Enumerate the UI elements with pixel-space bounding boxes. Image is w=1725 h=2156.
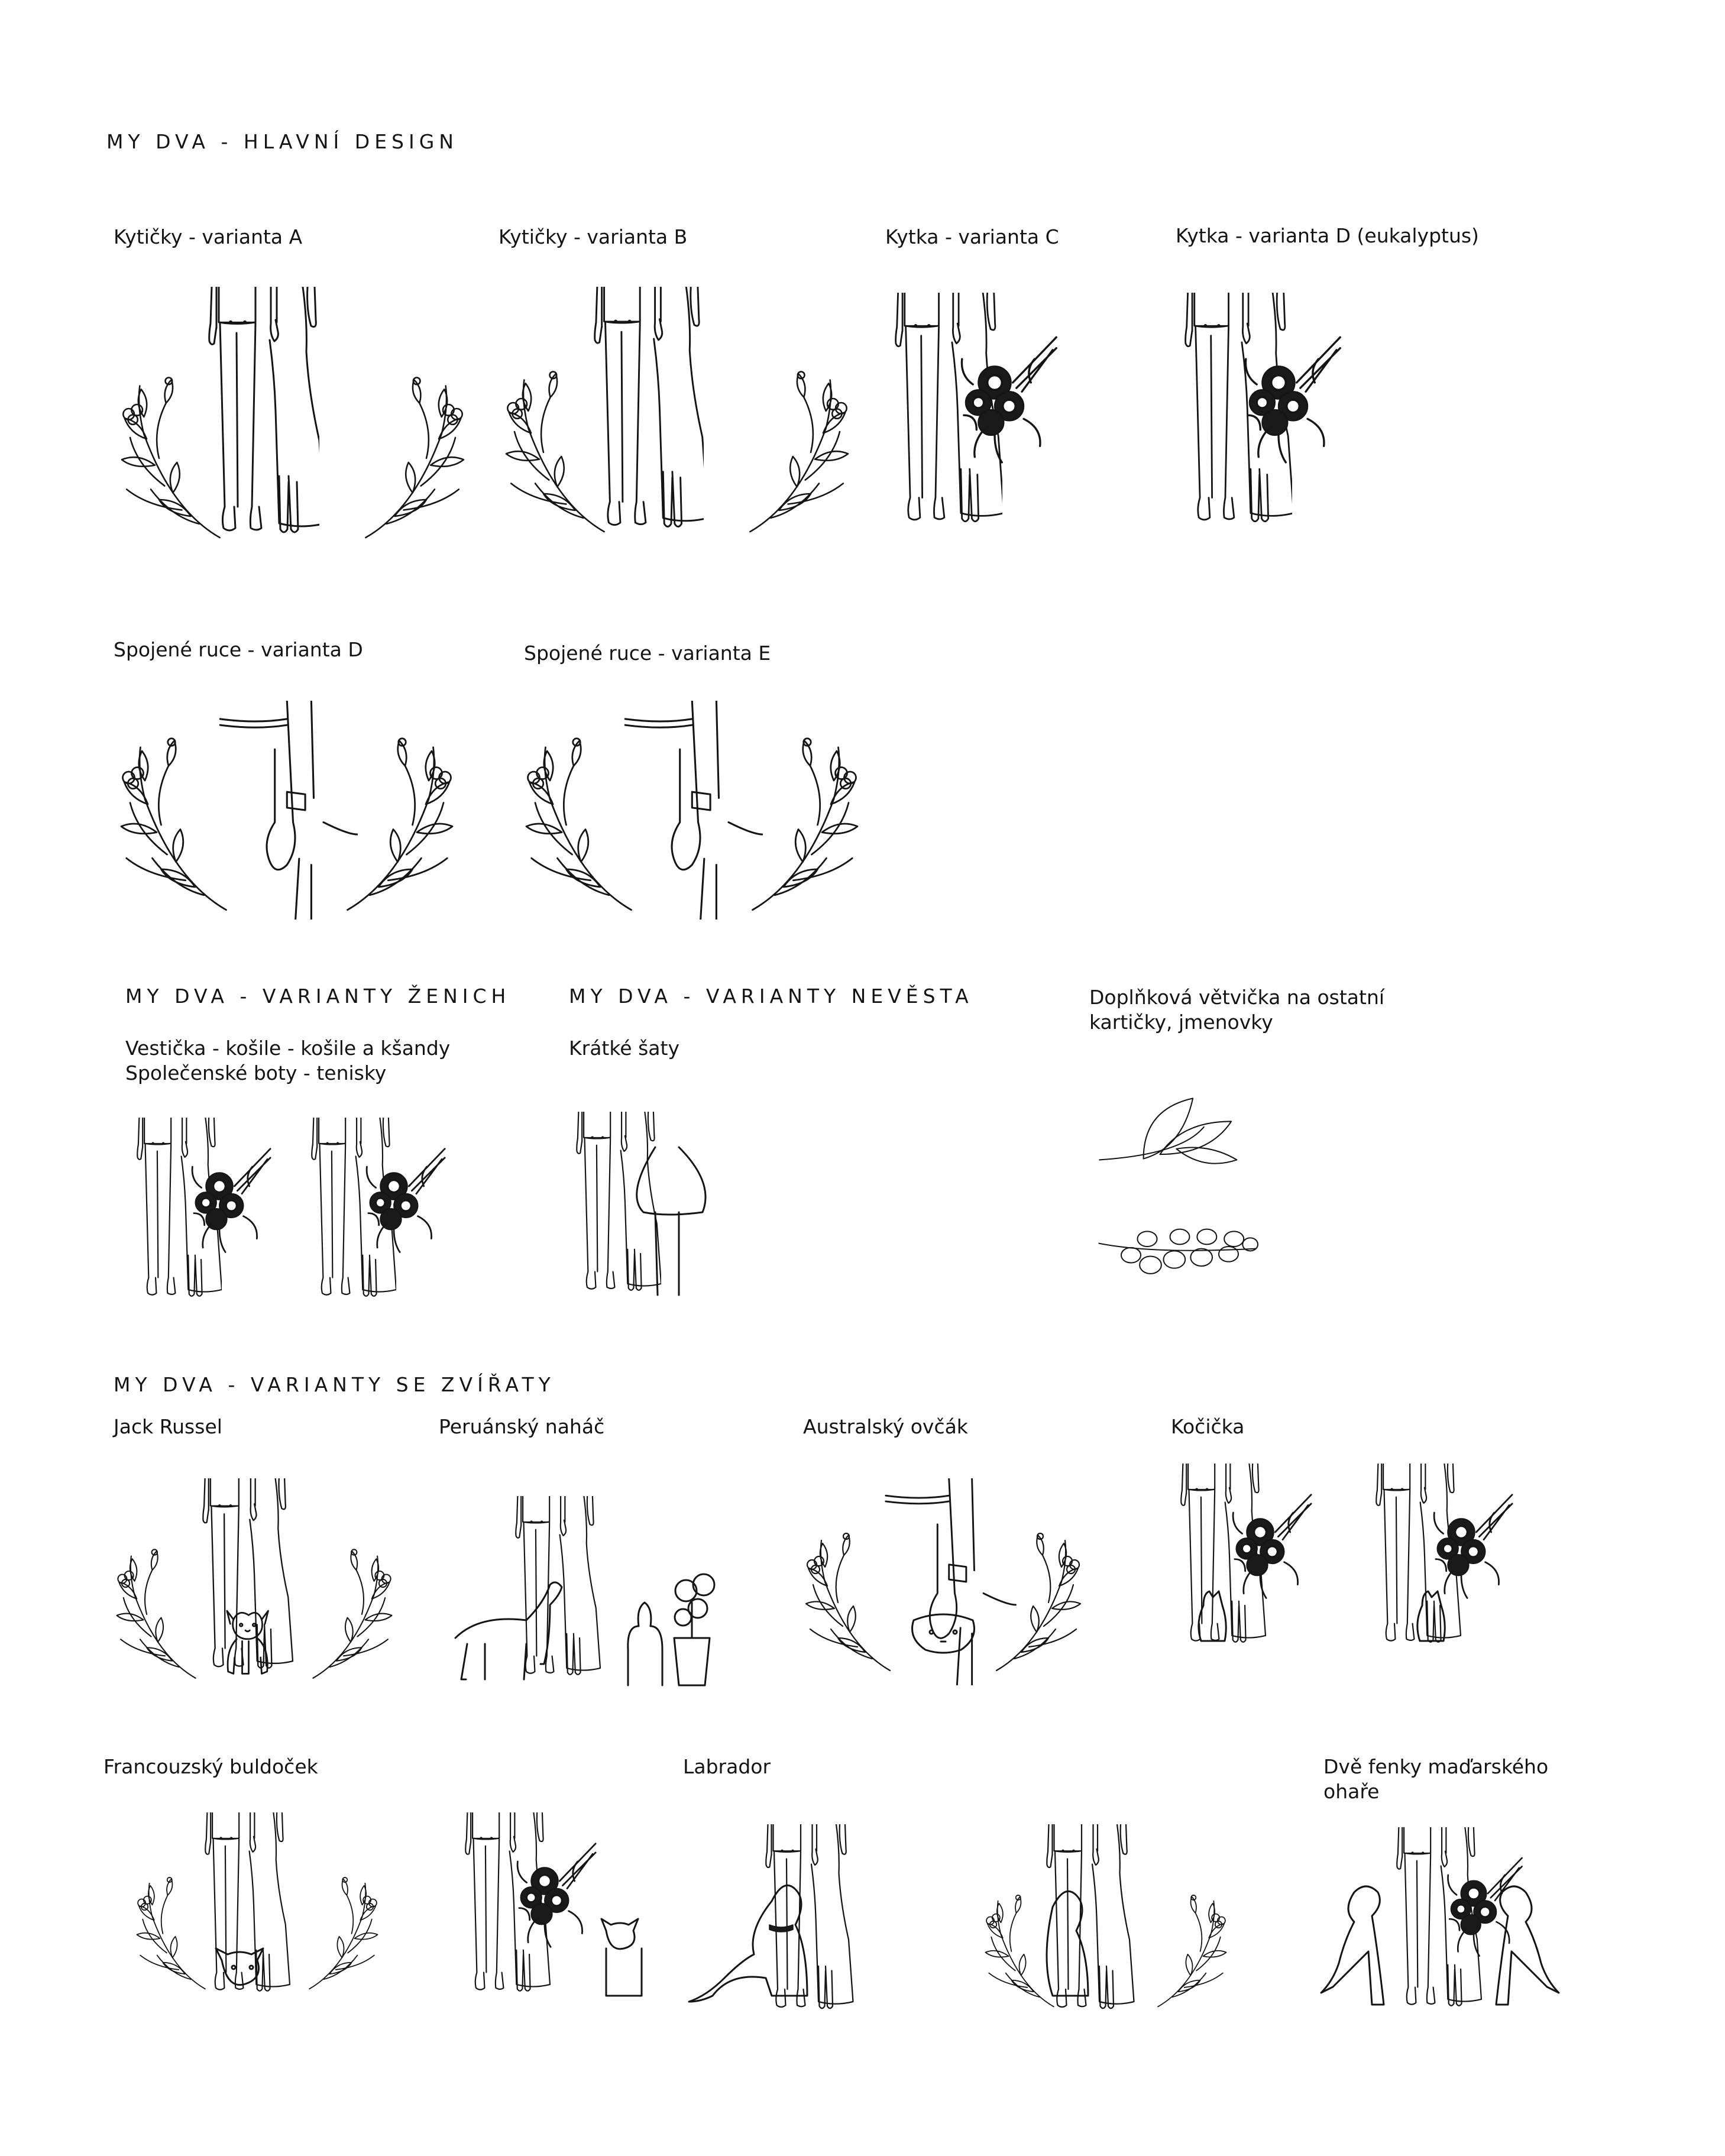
illustration-francouzsky-buldocek-1	[133, 1812, 381, 2008]
label-vizsla-line1: Dvě fenky maďarského	[1323, 1755, 1549, 1778]
illustration-kytka-c	[884, 293, 1091, 535]
illustration-australsky-ovcak	[801, 1478, 1085, 1691]
label-kyticky-a: Kytičky - varianta A	[114, 225, 303, 248]
illustration-spojene-ruce-e	[520, 701, 863, 920]
illustration-groom-suspenders	[302, 1118, 467, 1307]
label-peruansky-nahac: Peruánský naháč	[439, 1415, 605, 1438]
illustration-kyticky-b	[497, 287, 857, 541]
label-spojene-ruce-e: Spojené ruce - varianta E	[524, 642, 771, 665]
label-jack-russel: Jack Russel	[114, 1415, 222, 1438]
label-extras-line2: kartičky, jmenovky	[1089, 1011, 1273, 1034]
label-labrador: Labrador	[683, 1755, 771, 1778]
label-groom-line2: Společenské boty - tenisky	[125, 1061, 387, 1085]
label-kocicka: Kočička	[1171, 1415, 1245, 1438]
heading-bride-variants: MY DVA - VARIANTY NEVĚSTA	[569, 985, 973, 1008]
illustration-peruansky-nahac	[449, 1496, 739, 1691]
illustration-labrador-2	[982, 1824, 1230, 2025]
heading-animal-variants: MY DVA - VARIANTY SE ZVÍŘATY	[114, 1373, 555, 1396]
extra-eucalyptus-branch	[1079, 1227, 1280, 1292]
label-kytka-c: Kytka - varianta C	[885, 225, 1059, 248]
illustration-kocicka-2	[1363, 1464, 1535, 1659]
illustration-kytka-d	[1174, 293, 1381, 535]
heading-groom-variants: MY DVA - VARIANTY ŽENICH	[125, 985, 511, 1008]
label-kytka-d: Kytka - varianta D (eukalyptus)	[1176, 224, 1479, 247]
illustration-francouzsky-buldocek-2	[452, 1812, 648, 2008]
label-kyticky-b: Kytičky - varianta B	[499, 225, 688, 248]
label-groom-line1: Vestička - košile - košile a kšandy	[125, 1037, 451, 1060]
illustration-kocicka-1	[1168, 1464, 1334, 1659]
label-francouzsky-buldocek: Francouzský buldoček	[103, 1755, 318, 1778]
label-vizsla-line2: ohaře	[1323, 1780, 1380, 1803]
label-australsky-ovcak: Australský ovčák	[803, 1415, 968, 1438]
label-extras-line1: Doplňková větvička na ostatní	[1089, 986, 1385, 1009]
heading-main-design: MY DVA - HLAVNÍ DESIGN	[106, 130, 458, 153]
label-spojene-ruce-d: Spojené ruce - varianta D	[114, 638, 363, 661]
illustration-bride-short-dress	[567, 1112, 714, 1301]
label-kratke-saty: Krátké šaty	[569, 1037, 679, 1060]
illustration-kyticky-a	[112, 287, 473, 547]
illustration-labrador-1	[683, 1824, 890, 2025]
illustration-dve-fenky-ohare	[1313, 1827, 1579, 2022]
extra-leaf-branch	[1094, 1094, 1248, 1171]
illustration-spojene-ruce-d	[115, 701, 458, 920]
illustration-jack-russel	[112, 1478, 396, 1697]
illustration-groom-vest	[127, 1118, 293, 1307]
